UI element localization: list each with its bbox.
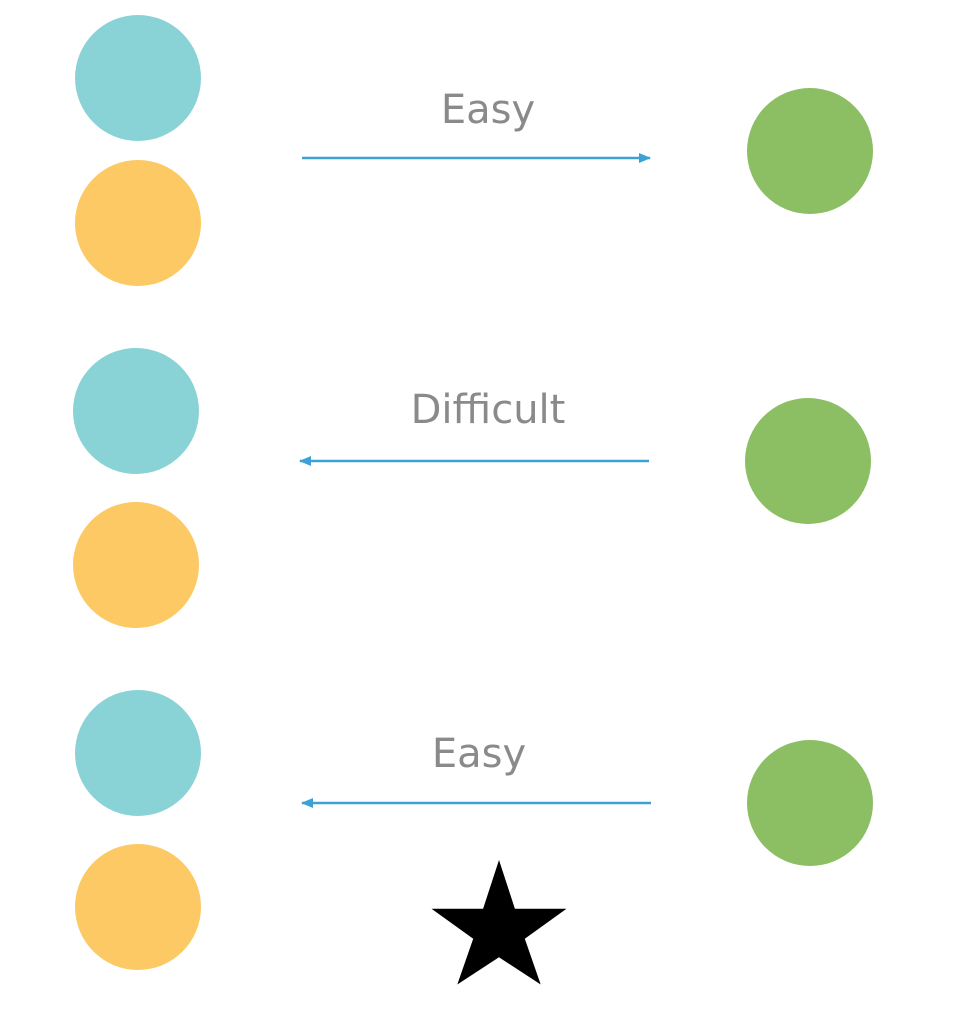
source-top-circle	[75, 15, 201, 141]
target-circle	[747, 740, 873, 866]
target-circle	[745, 398, 871, 524]
source-top-circle	[75, 690, 201, 816]
target-circle	[747, 88, 873, 214]
source-bottom-circle	[75, 160, 201, 286]
star-icon	[431, 860, 567, 985]
row-3: Easy	[75, 690, 873, 985]
edge-label: Easy	[432, 731, 526, 777]
row-1: Easy	[75, 15, 873, 286]
edge-label: Difficult	[411, 387, 566, 433]
source-top-circle	[73, 348, 199, 474]
source-bottom-circle	[75, 844, 201, 970]
row-2: Difficult	[73, 348, 871, 628]
edge-label: Easy	[441, 87, 535, 133]
source-bottom-circle	[73, 502, 199, 628]
